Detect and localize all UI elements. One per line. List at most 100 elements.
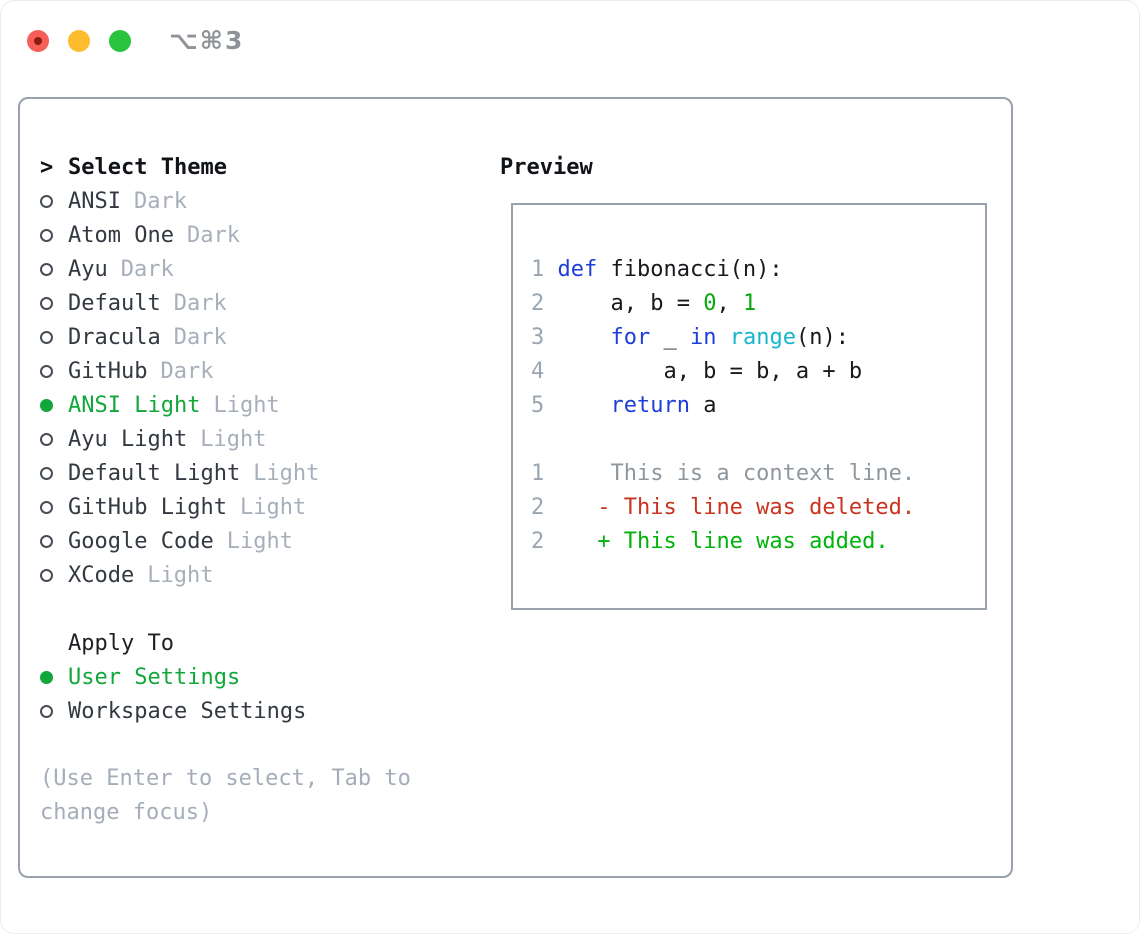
theme-name: Ayu: [68, 256, 108, 282]
line-number: 2: [531, 529, 545, 554]
radio-icon: [40, 432, 53, 446]
code-token: [557, 393, 610, 418]
theme-variant-label: Light: [213, 392, 280, 418]
preview-code-line: 2 a, b = 0, 1: [531, 287, 915, 321]
line-number: 2: [531, 291, 545, 316]
code-token: [557, 325, 610, 350]
radio-icon: [40, 704, 53, 718]
theme-name: ANSI Light: [68, 392, 201, 418]
preview-code-line: 5 return a: [531, 389, 915, 423]
theme-option-ansi-dark[interactable]: ANSI Dark: [40, 184, 437, 218]
apply-to-header: Apply To: [40, 626, 437, 660]
radio-icon: [40, 296, 53, 310]
radio-icon: [40, 534, 53, 548]
theme-variant-label: Dark: [120, 256, 174, 282]
theme-name: GitHub Light: [68, 494, 227, 520]
apply-option-user-settings[interactable]: User Settings: [40, 660, 437, 694]
theme-variant-label: Light: [226, 528, 293, 554]
theme-option-ansi-light-light[interactable]: ANSI Light Light: [40, 388, 437, 422]
theme-variant-label: Light: [147, 562, 214, 588]
radio-icon: [40, 194, 53, 208]
line-number: 1: [531, 461, 545, 486]
line-number: 5: [531, 393, 545, 418]
apply-option-workspace-settings[interactable]: Workspace Settings: [40, 694, 437, 728]
preview-code-line: 1 def fibonacci(n):: [531, 253, 915, 287]
radio-cell: [40, 568, 68, 582]
theme-variant-label: Light: [239, 494, 307, 520]
line-number: 2: [531, 495, 545, 520]
apply-option-label: User Settings: [68, 664, 241, 690]
radio-selected-icon: [40, 670, 53, 684]
spacer: [40, 728, 437, 762]
select-theme-label: Select Theme: [68, 154, 227, 180]
radio-cell: [40, 398, 68, 412]
radio-cell: [40, 670, 68, 684]
code-token: a, b = b, a + b: [557, 359, 863, 384]
theme-name: ANSI: [68, 188, 121, 214]
code-token: in: [689, 325, 717, 350]
theme-variant-label: Dark: [133, 188, 187, 214]
code-token: [716, 325, 729, 350]
theme-name: Default Light: [68, 460, 241, 486]
preview-code-line: 3 for _ in range(n):: [531, 321, 915, 355]
zoom-button[interactable]: [109, 29, 131, 52]
preview-code-line: 2 + This line was added.: [531, 525, 915, 559]
code-token: - This line was deleted.: [597, 495, 916, 520]
radio-cell: [40, 364, 68, 378]
radio-selected-icon: [40, 398, 53, 412]
titlebar: ⌥⌘3: [27, 26, 244, 55]
theme-option-xcode-light[interactable]: XCode Light: [40, 558, 437, 592]
radio-icon: [40, 568, 53, 582]
theme-variant-label: Light: [253, 460, 320, 486]
radio-cell: [40, 704, 68, 718]
code-token: a, b =: [557, 291, 704, 316]
help-text: (Use Enter to select, Tab to change focu…: [40, 766, 425, 825]
code-token: _: [650, 325, 690, 350]
preview-heading: Preview: [500, 154, 593, 180]
theme-option-ayu-dark[interactable]: Ayu Dark: [40, 252, 437, 286]
code-token: [557, 529, 597, 554]
minimize-button[interactable]: [68, 29, 90, 52]
radio-cell: [40, 228, 68, 242]
preview-code-line: [531, 423, 915, 457]
theme-name: GitHub: [68, 358, 148, 384]
line-number: 1: [531, 257, 545, 282]
close-button[interactable]: [27, 29, 49, 52]
radio-icon: [40, 330, 53, 344]
radio-icon: [40, 500, 53, 514]
theme-name: XCode: [68, 562, 135, 588]
code-token: ,: [716, 291, 743, 316]
preview-code-line: 4 a, b = b, a + b: [531, 355, 915, 389]
radio-cell: [40, 500, 68, 514]
theme-name: Google Code: [68, 528, 214, 554]
theme-option-github-light-light[interactable]: GitHub Light Light: [40, 490, 437, 524]
spacer: [40, 592, 437, 626]
preview-code-line: 2 - This line was deleted.: [531, 491, 915, 525]
code-token: for: [610, 325, 651, 350]
code-token: [557, 495, 597, 520]
apply-option-label: Workspace Settings: [68, 698, 307, 724]
window-title: ⌥⌘3: [169, 26, 245, 55]
theme-option-google-code-light[interactable]: Google Code Light: [40, 524, 437, 558]
theme-name: Ayu Light: [68, 426, 188, 452]
code-token: 1: [742, 291, 757, 316]
radio-icon: [40, 364, 53, 378]
code-token: + This line was added.: [597, 529, 889, 554]
cursor-icon: >: [40, 154, 54, 180]
theme-variant-label: Dark: [186, 222, 240, 248]
code-token: 0: [703, 291, 717, 316]
code-token: fibonacci(n):: [597, 257, 783, 282]
code-token: (n):: [795, 325, 849, 350]
code-token: a: [689, 393, 717, 418]
code-token: def: [557, 257, 598, 282]
theme-option-default-light-light[interactable]: Default Light Light: [40, 456, 437, 490]
